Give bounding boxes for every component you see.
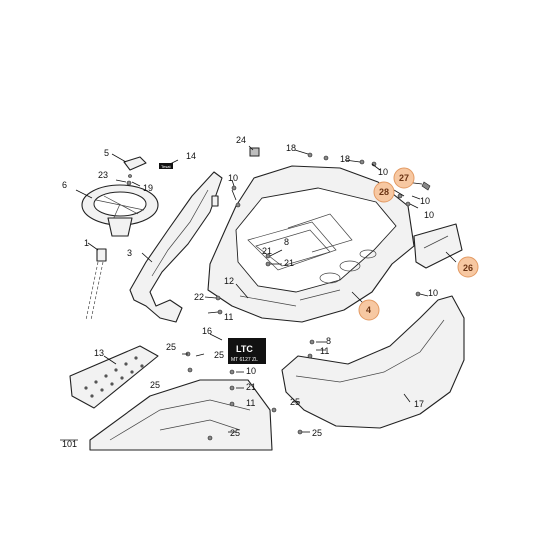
part-numbers: 1 3 4 5 6 8 10 10 10 10 11 11 12 13 14 1… bbox=[62, 135, 473, 449]
part-label-21b: 21 bbox=[246, 382, 256, 392]
part-label-25b: 25 bbox=[214, 350, 224, 360]
highlight-26[interactable] bbox=[457, 256, 479, 278]
part-label-4: 4 bbox=[366, 305, 371, 315]
part-label-12: 12 bbox=[224, 276, 234, 286]
part-label-21a: 21 bbox=[262, 246, 272, 256]
side-cover-26 bbox=[413, 223, 463, 269]
part-label-10d: 10 bbox=[424, 210, 434, 220]
steering-lever bbox=[123, 156, 173, 186]
part-label-24: 24 bbox=[236, 135, 246, 145]
decal-16: LTC MT 6127 ZL bbox=[228, 338, 266, 364]
steering-wheel bbox=[81, 184, 159, 237]
part-label-22: 22 bbox=[194, 292, 204, 302]
part-label-11-lower: 11 bbox=[246, 398, 255, 408]
part-label-11b: 11 bbox=[320, 346, 329, 356]
part-label-16: 16 bbox=[202, 326, 212, 336]
steering-column bbox=[85, 248, 107, 321]
part-label-28: 28 bbox=[379, 187, 389, 197]
decal-logo: LTC bbox=[236, 344, 253, 354]
part-numbers-repeated: 21 10 11 8 10 25 bbox=[246, 258, 438, 438]
badge-small: Tesat bbox=[161, 164, 171, 169]
part-label-10c: 10 bbox=[420, 196, 430, 206]
part-label-18a: 18 bbox=[286, 143, 296, 153]
part-label-5: 5 bbox=[104, 148, 109, 158]
part-label-6: 6 bbox=[62, 180, 67, 190]
floor-mat bbox=[69, 345, 159, 409]
part-label-10a: 10 bbox=[228, 173, 238, 183]
part-label-25d: 25 bbox=[230, 428, 240, 438]
part-label-101: 101 bbox=[62, 439, 77, 449]
part-label-21-upper: 21 bbox=[284, 258, 294, 268]
part-label-11a: 11 bbox=[224, 312, 233, 322]
part-label-19: 19 bbox=[143, 183, 153, 193]
part-label-25e: 25 bbox=[290, 397, 300, 407]
decal-label: MT 6127 ZL bbox=[231, 357, 258, 363]
part-label-8: 8 bbox=[284, 237, 289, 247]
chassis-frame bbox=[89, 379, 273, 451]
part-label-13: 13 bbox=[94, 348, 104, 358]
part-label-14: 14 bbox=[186, 151, 196, 161]
side-panel-left bbox=[129, 171, 223, 323]
highlight-4[interactable] bbox=[358, 299, 380, 321]
part-label-10b: 10 bbox=[378, 167, 388, 177]
part-label-25c: 25 bbox=[150, 380, 160, 390]
part-label-1: 1 bbox=[84, 238, 89, 248]
part-label-10-right: 10 bbox=[428, 288, 438, 298]
part-label-17: 17 bbox=[414, 399, 424, 409]
part-label-23: 23 bbox=[98, 170, 108, 180]
part-label-8-lower: 8 bbox=[326, 336, 331, 346]
part-label-10-lower: 10 bbox=[246, 366, 256, 376]
part-label-27: 27 bbox=[399, 173, 409, 183]
part-label-25a: 25 bbox=[166, 342, 176, 352]
part-label-26: 26 bbox=[463, 263, 473, 273]
part-label-25-lower: 25 bbox=[312, 428, 322, 438]
part-label-18b: 18 bbox=[340, 154, 350, 164]
highlight-28[interactable] bbox=[373, 181, 395, 203]
leader-lines bbox=[60, 145, 457, 441]
fender-right bbox=[281, 295, 465, 429]
hood-assembly bbox=[207, 165, 415, 323]
part-label-3: 3 bbox=[127, 248, 132, 258]
highlight-27[interactable] bbox=[393, 167, 415, 189]
